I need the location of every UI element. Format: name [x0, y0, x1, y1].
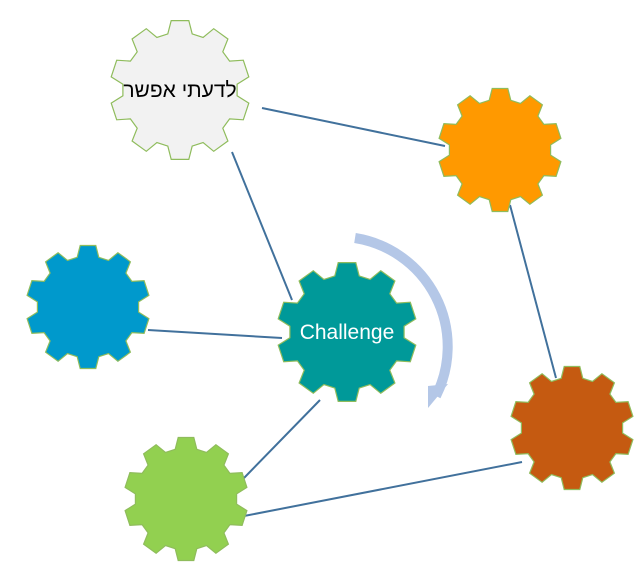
gears: לדעתי אפשר Challenge	[26, 20, 634, 562]
gear-green-shape	[124, 436, 248, 562]
gear-blue	[26, 244, 150, 370]
connection-orange-brown	[509, 204, 557, 379]
gear-orange	[438, 87, 562, 213]
connection-lines	[147, 107, 557, 517]
gear-center: Challenge	[277, 262, 417, 402]
rotation-arrow	[354, 233, 453, 399]
gear-orange-shape	[438, 87, 562, 213]
gear-top: לדעתי אפשר	[110, 20, 250, 160]
gear-green	[124, 436, 248, 562]
gear-top-label: לדעתי אפשר	[123, 79, 236, 102]
connection-top-center	[231, 151, 293, 301]
connection-top-orange	[261, 107, 446, 147]
connection-center-green	[243, 399, 321, 479]
connection-green-brown	[243, 461, 523, 517]
connection-blue-center	[147, 329, 283, 339]
gear-center-shape	[277, 262, 417, 402]
gear-top-shape	[110, 20, 250, 160]
gear-brown-shape	[510, 365, 634, 491]
gear-blue-shape	[26, 244, 150, 370]
rotation-arrowhead	[428, 384, 448, 408]
gear-center-label: Challenge	[300, 321, 395, 344]
gear-brown	[510, 365, 634, 491]
